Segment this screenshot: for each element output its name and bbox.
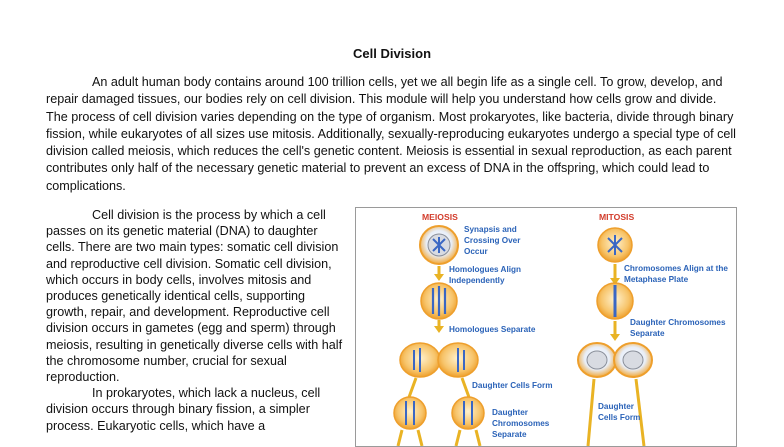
label-separate: Separate xyxy=(492,430,527,439)
meiosis-stage-align-cell xyxy=(420,282,458,320)
meiosis-daughter-cell-left xyxy=(393,396,427,430)
label-independently: Independently xyxy=(449,276,505,285)
body-paragraph-cell-division: Cell division is the process by which a … xyxy=(46,208,343,385)
label-mitosis-cells-form: Cells Form xyxy=(598,413,640,422)
label-daughter: Daughter xyxy=(492,408,529,417)
mitosis-dividing-cell xyxy=(577,342,653,378)
intro-paragraph: An adult human body contains around 100 … xyxy=(46,75,736,193)
arrow-head-icon xyxy=(434,326,444,333)
arrow-head-icon xyxy=(434,274,444,281)
meiosis-daughter-cell-right xyxy=(451,396,485,430)
label-homologues-align: Homologues Align xyxy=(449,265,521,274)
label-homologues-separate: Homologues Separate xyxy=(449,325,536,334)
arrow-icon xyxy=(586,378,646,446)
label-crossing-over: Crossing Over xyxy=(464,236,521,245)
arrow-icon xyxy=(396,429,482,446)
arrow-head-icon xyxy=(610,334,620,341)
label-daughter-cells-form: Daughter Cells Form xyxy=(472,381,553,390)
arrow-head-icon xyxy=(610,278,620,285)
cell-division-diagram: MEIOSIS MITOSIS Synapsis and Crossing Ov… xyxy=(393,212,728,446)
meiosis-heading: MEIOSIS xyxy=(422,212,458,222)
label-metaphase-plate: Metaphase Plate xyxy=(624,275,689,284)
mitosis-heading: MITOSIS xyxy=(599,212,634,222)
meiosis-stage-dividing-cell xyxy=(399,342,479,378)
label-occur: Occur xyxy=(464,247,488,256)
label-chromosomes: Chromosomes xyxy=(492,419,550,428)
document-title: Cell Division xyxy=(352,46,432,61)
label-daughter-chromosomes: Daughter Chromosomes xyxy=(630,318,726,327)
meiosis-mitosis-figure: MEIOSIS MITOSIS Synapsis and Crossing Ov… xyxy=(355,207,737,447)
mitosis-stage-cell xyxy=(597,227,633,263)
body-paragraph-prokaryotes: In prokaryotes, which lack a nucleus, ce… xyxy=(46,386,321,433)
mitosis-metaphase-cell xyxy=(596,282,634,320)
label-chromosomes-align: Chromosomes Align at the xyxy=(624,264,728,273)
label-mitosis-daughter: Daughter xyxy=(598,402,635,411)
meiosis-stage-synapsis-cell xyxy=(419,225,459,265)
label-synapsis: Synapsis and xyxy=(464,225,517,234)
label-mitosis-separate: Separate xyxy=(630,329,665,338)
body-column: Cell division is the process by which a … xyxy=(46,207,344,434)
